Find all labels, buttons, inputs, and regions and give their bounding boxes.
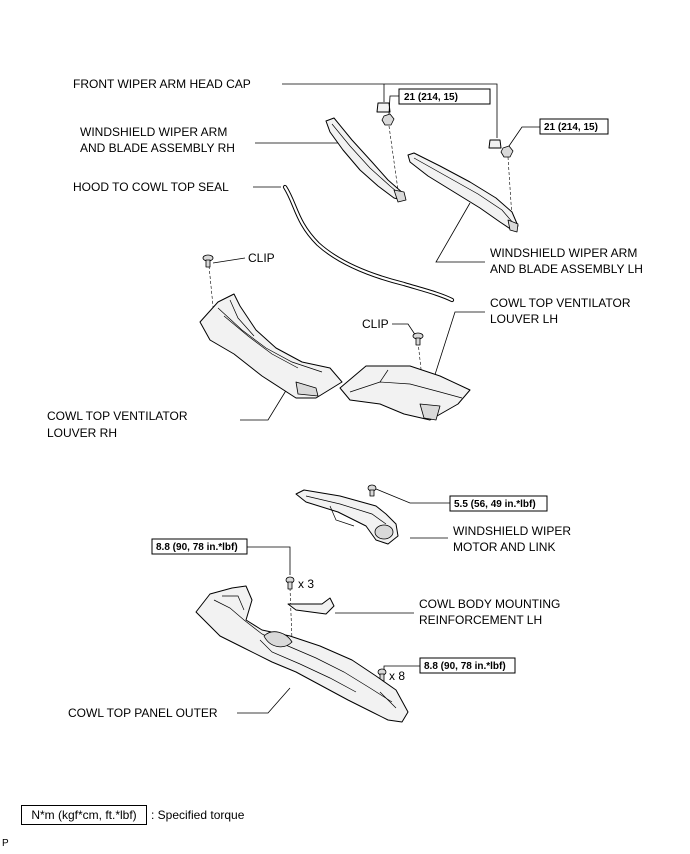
label-reinforcement-line2: REINFORCEMENT LH: [419, 613, 542, 627]
torque-panel-side: 8.8 (90, 78 in.*lbf): [424, 661, 506, 672]
qty-panel-side: x 8: [389, 669, 405, 683]
head-cap-lh-icon: [488, 139, 502, 149]
louver-rh-leader: [240, 383, 291, 421]
head-cap-leader: [282, 83, 498, 138]
label-hood-seal: HOOD TO COWL TOP SEAL: [73, 180, 229, 194]
nut-lh-install-line: [507, 156, 513, 219]
label-louver-lh-line2: LOUVER LH: [490, 312, 558, 326]
clip-top-icon: [202, 254, 214, 268]
label-louver-lh-line1: COWL TOP VENTILATOR: [490, 296, 631, 310]
corner-mark: P: [2, 838, 9, 849]
label-louver-rh-line1: COWL TOP VENTILATOR: [47, 409, 188, 423]
label-clip-top: CLIP: [248, 251, 275, 265]
head-cap-rh-icon: [376, 102, 391, 113]
torque-panel-top: 8.8 (90, 78 in.*lbf): [156, 542, 238, 553]
label-motor-line1: WINDSHIELD WIPER: [453, 524, 571, 538]
louver-lh-leader: [431, 311, 485, 385]
torque-box-arm-rh: [398, 88, 491, 105]
legend-torque-text: : Specified torque: [151, 808, 245, 822]
clip-top-leader: [212, 257, 246, 264]
torque-arm-rh-leader: [388, 95, 399, 115]
clip-mid-leader: [392, 323, 417, 337]
cowl-top-ventilator-louver-lh: [339, 365, 471, 421]
torque-arm-lh: 21 (214, 15): [544, 122, 598, 133]
motor-torque-leader: [375, 488, 450, 504]
label-louver-rh-line2: LOUVER RH: [47, 426, 117, 440]
nut-rh-icon: [381, 113, 395, 126]
hood-to-cowl-top-seal: [282, 184, 455, 303]
panel-top-bolt-icon: [285, 576, 295, 590]
label-arm-lh-line1: WINDSHIELD WIPER ARM: [490, 246, 637, 260]
arm-rh-leader: [255, 142, 347, 152]
clip-mid-icon: [412, 332, 424, 346]
torque-box-motor: [449, 495, 548, 512]
nut-rh-install-line: [388, 125, 399, 191]
label-motor-line2: MOTOR AND LINK: [453, 540, 555, 554]
torque-box-panel-side: [419, 657, 516, 674]
arm-lh-leader: [435, 202, 485, 263]
cowl-top-ventilator-louver-rh: [199, 293, 343, 399]
label-reinforcement-line1: COWL BODY MOUNTING: [419, 597, 560, 611]
nut-lh-icon: [500, 145, 514, 158]
label-clip-mid: CLIP: [362, 317, 389, 331]
label-arm-rh-line1: WINDSHIELD WIPER ARM: [80, 125, 227, 139]
torque-motor: 5.5 (56, 49 in.*lbf): [454, 499, 536, 510]
panel-bolt-install-line: [289, 587, 293, 641]
qty-panel-top: x 3: [298, 577, 314, 591]
torque-arm-rh: 21 (214, 15): [404, 92, 458, 103]
label-cowl-top-panel-outer: COWL TOP PANEL OUTER: [68, 706, 218, 720]
legend-torque-box: N*m (kgf*cm, ft.*lbf): [21, 805, 147, 825]
torque-box-panel-top: [151, 538, 248, 555]
cowl-top-panel-outer: [195, 585, 409, 723]
label-arm-lh-line2: AND BLADE ASSEMBLY LH: [490, 262, 643, 276]
cowl-body-mounting-reinforcement-lh: [287, 597, 335, 615]
wiper-motor-and-link: [295, 484, 399, 545]
wiper-arm-lh: [407, 152, 519, 233]
label-head-cap: FRONT WIPER ARM HEAD CAP: [73, 77, 251, 91]
torque-box-arm-lh: [539, 118, 609, 135]
panel-outer-leader: [237, 687, 291, 714]
wiper-arm-rh: [325, 117, 407, 203]
torque-arm-lh-leader: [508, 126, 540, 147]
label-arm-rh-line2: AND BLADE ASSEMBLY RH: [80, 141, 235, 155]
panel-top-torque-leader: [246, 546, 291, 575]
